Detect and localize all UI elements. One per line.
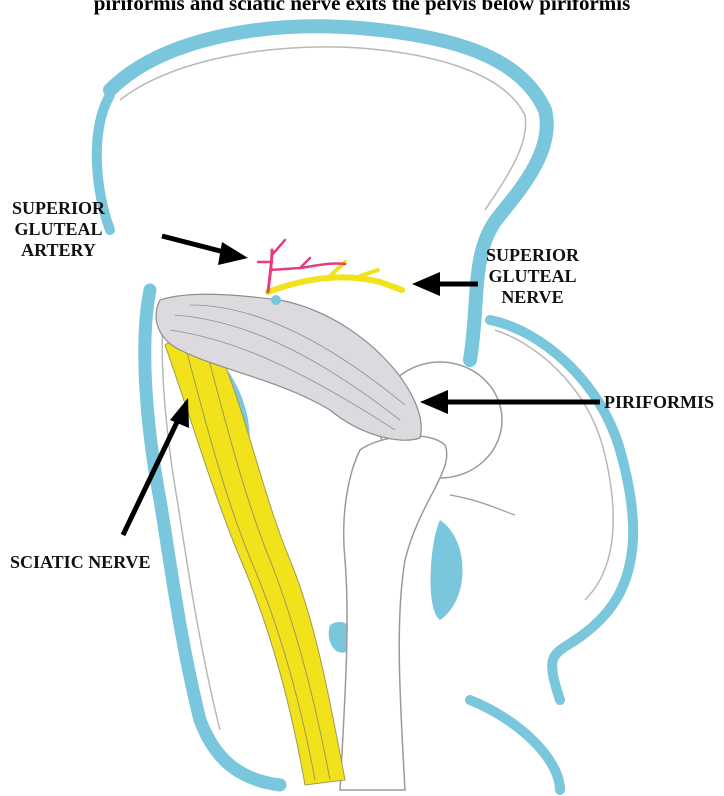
ischium-inner [495,330,613,600]
arrow-piriformis [420,390,600,414]
superior-gluteal-nerve [268,277,402,292]
label-sciatic-nerve: SCIATIC NERVE [10,552,151,573]
sciatic-nerve-shape [165,338,345,785]
obturator-blob [431,520,463,620]
greater-trochanter-line [450,495,515,515]
arrow-superior-gluteal-artery [162,236,248,265]
vessel-dot [271,295,281,305]
arrow-superior-gluteal-nerve [412,272,478,296]
label-superior-gluteal-artery: SUPERIOR GLUTEAL ARTERY [12,198,105,261]
superior-gluteal-nerve-branch [360,270,378,276]
iliac-wing-inner [120,47,526,210]
lower-blue [470,700,560,790]
femur [340,436,447,790]
label-piriformis: PIRIFORMIS [604,392,714,413]
ischium-outline [490,320,633,700]
label-superior-gluteal-nerve: SUPERIOR GLUTEAL NERVE [486,245,579,308]
